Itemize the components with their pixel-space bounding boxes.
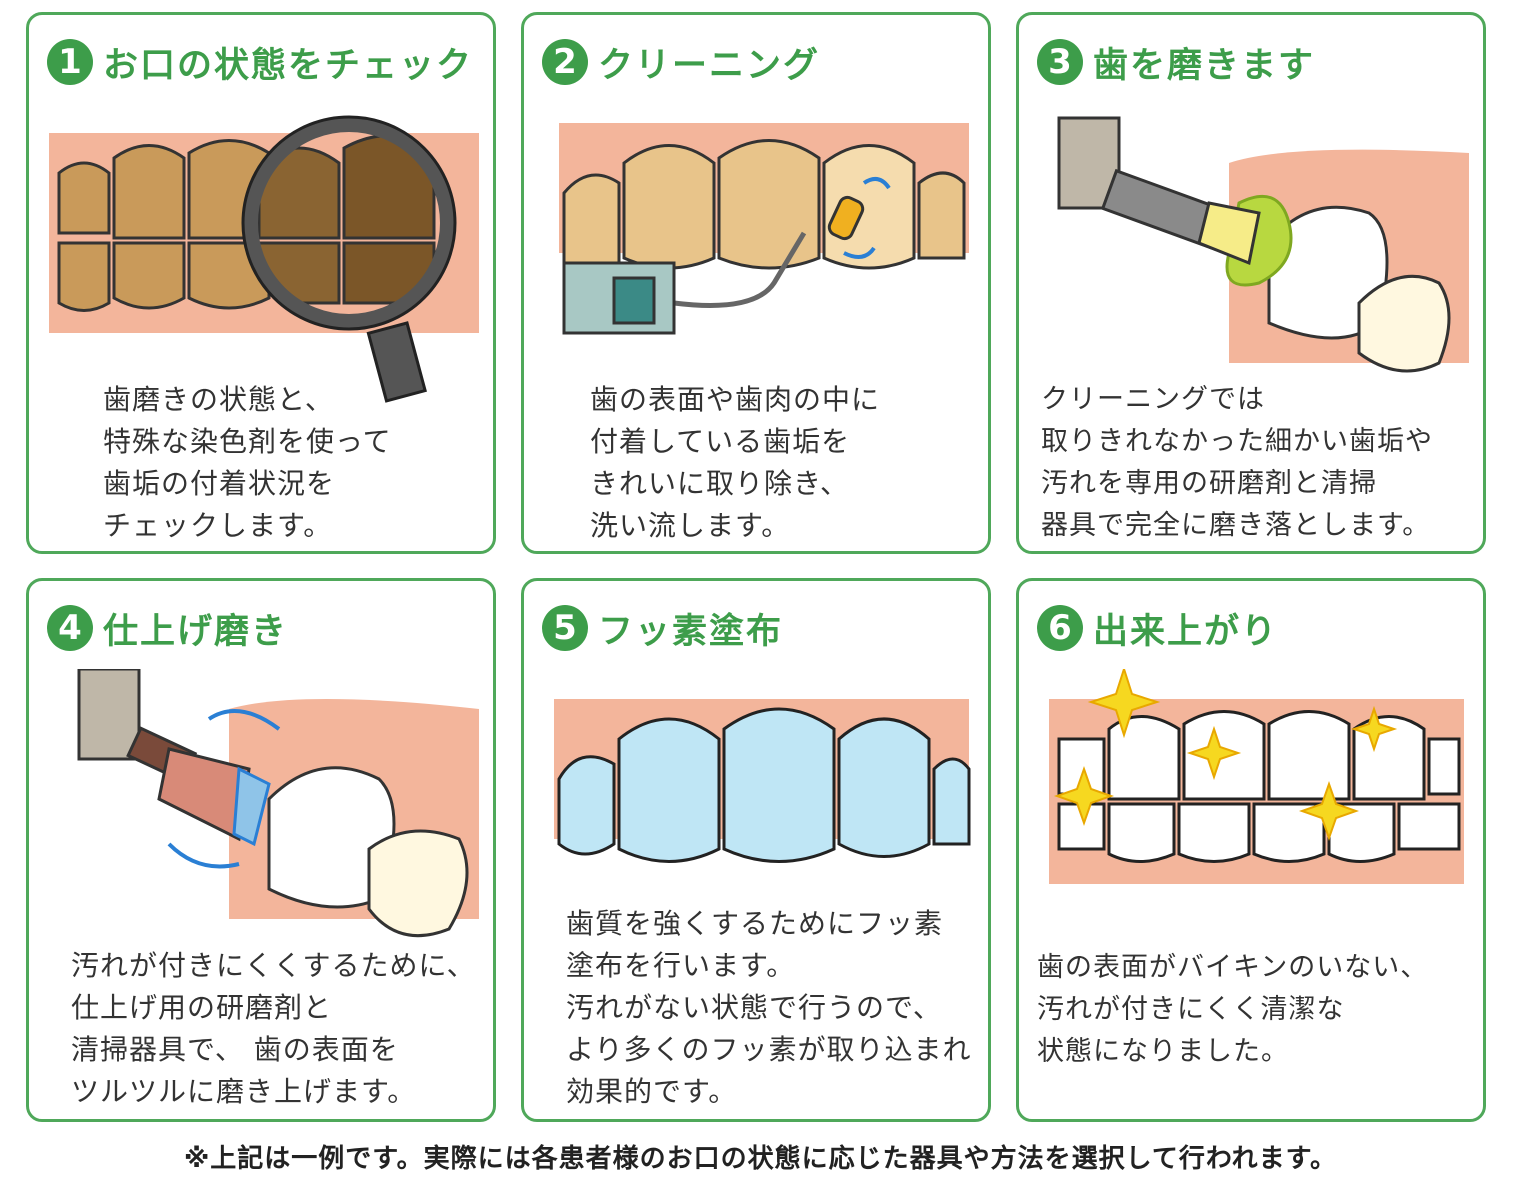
step-header: 5 フッ素塗布	[542, 603, 783, 653]
description-line: 状態になりました。	[1037, 1036, 1289, 1067]
description-line: 器具で完全に磨き落とします。	[1041, 510, 1431, 541]
fluoride-teeth-icon	[554, 699, 971, 863]
step-description: 歯質を強くするためにフッ素 塗布を行います。 汚れがない状態で行うので、 より多…	[524, 903, 1030, 1113]
description-line: 付着している歯垢を	[590, 425, 851, 458]
description-line: 洗い流します。	[590, 509, 791, 542]
step-description: 歯の表面や歯肉の中に 付着している歯垢を きれいに取り除き、 洗い流します。	[524, 379, 1054, 547]
polisher-brush-icon	[1057, 116, 1469, 373]
description-line: チェックします。	[103, 509, 333, 542]
step-card-2: 2 クリーニング 歯の表面や歯肉の中に 付着している歯垢を きれいに取り除き、 …	[521, 12, 991, 554]
description-line: きれいに取り除き、	[590, 467, 850, 500]
description-line: 汚れがない状態で行うので、	[566, 991, 942, 1024]
step-title: お口の状態をチェック	[103, 45, 474, 86]
step-title: クリーニング	[598, 45, 821, 86]
magnifier-icon	[49, 115, 479, 403]
description-line: 汚れが付きにくく清潔な	[1037, 994, 1345, 1025]
step-card-4: 4 仕上げ磨き 汚れが付きにくくするために、 仕上げ用の研磨剤と 清掃器具で、 …	[26, 578, 496, 1122]
step-description: 汚れが付きにくくするために、 仕上げ用の研磨剤と 清掃器具で、 歯の表面を ツル…	[29, 945, 535, 1113]
description-line: 取りきれなかった細かい歯垢や	[1041, 426, 1433, 457]
description-line: 塗布を行います。	[566, 949, 796, 982]
step-title: フッ素塗布	[598, 611, 784, 652]
step-description: 歯磨きの状態と、 特殊な染色剤を使って 歯垢の付着状況を チェックします。	[29, 379, 567, 547]
step-header: 2 クリーニング	[542, 37, 820, 87]
step-header: 4 仕上げ磨き	[47, 603, 288, 653]
step-number: 6	[1037, 605, 1083, 651]
description-line: ツルツルに磨き上げます。	[71, 1075, 417, 1108]
description-line: 歯の表面や歯肉の中に	[590, 383, 881, 416]
description-line: 仕上げ用の研磨剤と	[71, 991, 333, 1024]
description-line: 歯の表面がバイキンのいない、	[1037, 952, 1429, 983]
step-header: 3 歯を磨きます	[1037, 37, 1315, 87]
polisher-cup-icon	[77, 669, 479, 938]
description-line: 歯垢の付着状況を	[103, 467, 336, 500]
step-card-1: 1 お口の状態をチェック 歯磨きの状態と、 特殊な染色剤を使って 歯垢の付着	[26, 12, 496, 554]
step-card-5: 5 フッ素塗布 歯質を強くするためにフッ素 塗布を行います。 汚れがない状態で行…	[521, 578, 991, 1122]
step-description: 歯の表面がバイキンのいない、 汚れが付きにくく清潔な 状態になりました。	[1019, 947, 1501, 1073]
step-header: 6 出来上がり	[1037, 603, 1278, 653]
step-card-3: 3 歯を磨きます クリーニングでは 取りきれなかった細かい歯垢や 汚れを専用の研…	[1016, 12, 1486, 554]
description-line: 効果的です。	[566, 1075, 738, 1108]
sparkle-icon	[1049, 669, 1464, 884]
step-number: 3	[1037, 39, 1083, 85]
step-title: 歯を磨きます	[1093, 45, 1316, 86]
step-header: 1 お口の状態をチェック	[47, 37, 473, 87]
description-line: 特殊な染色剤を使って	[103, 425, 392, 458]
description-line: 汚れが付きにくくするために、	[71, 949, 476, 982]
step-title: 出来上がり	[1093, 611, 1279, 652]
step-number: 1	[47, 39, 93, 85]
step-number: 2	[542, 39, 588, 85]
description-line: クリーニングでは	[1041, 384, 1265, 415]
description-line: 汚れを専用の研磨剤と清掃	[1041, 468, 1377, 499]
footnote: ※上記は一例です。実際には各患者様のお口の状態に応じた器具や方法を選択して行われ…	[184, 1144, 1337, 1174]
step-number: 5	[542, 605, 588, 651]
step-description: クリーニングでは 取りきれなかった細かい歯垢や 汚れを専用の研磨剤と清掃 器具で…	[1019, 379, 1505, 547]
scaler-icon	[559, 123, 969, 335]
description-line: より多くのフッ素が取り込まれ	[566, 1033, 972, 1066]
description-line: 清掃器具で、 歯の表面を	[71, 1033, 399, 1066]
description-line: 歯質を強くするためにフッ素	[566, 907, 944, 940]
step-card-6: 6 出来上がり 歯の表面がバイキンのいない、 汚れが付きにくく清	[1016, 578, 1486, 1122]
step-title: 仕上げ磨き	[103, 611, 289, 652]
description-line: 歯磨きの状態と、	[103, 383, 334, 416]
step-number: 4	[47, 605, 93, 651]
